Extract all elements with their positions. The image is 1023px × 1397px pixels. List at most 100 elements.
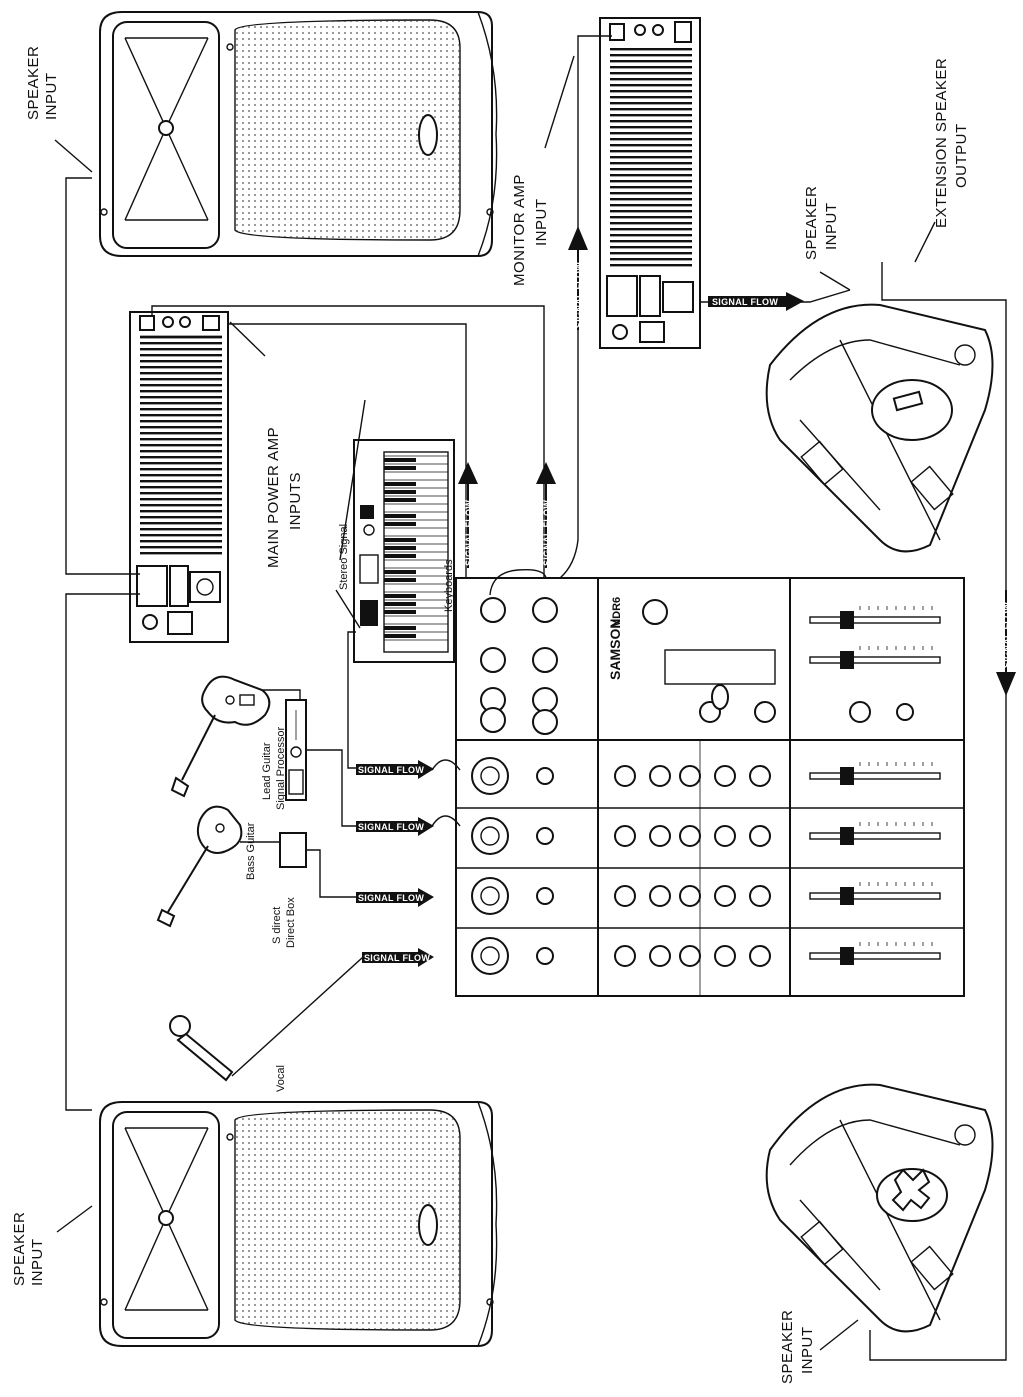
svg-text:Keyboards: Keyboards (443, 559, 455, 612)
mixer-channel-knob (614, 885, 636, 907)
svg-text:SIGNAL FLOW: SIGNAL FLOW (358, 765, 424, 775)
keyboard-black-key (384, 570, 416, 574)
mixer-xlr-combo-jack (471, 757, 509, 795)
svg-text:OUTPUT: OUTPUT (953, 123, 970, 188)
signal-flow-arrow-processor: SIGNAL FLOW (356, 817, 434, 836)
signal-flow-arrow-keyboard: SIGNAL FLOW (356, 760, 434, 779)
svg-text:INPUT: INPUT (823, 203, 840, 251)
mixer-fader-cap (840, 611, 854, 629)
mixer-channel-knob (749, 825, 771, 847)
mixer-fader-track (809, 656, 941, 664)
mixer-output-jack (532, 709, 558, 735)
mixer-channel-knob (749, 765, 771, 787)
svg-text:Vocal: Vocal (275, 1065, 287, 1092)
svg-text:SIGNAL FLOW: SIGNAL FLOW (542, 500, 552, 566)
mixer-fader-track (809, 832, 941, 840)
label-speaker-input-monitor-bottom: SPEAKER INPUT (779, 1310, 816, 1384)
mixer-xlr-combo-jack (471, 817, 509, 855)
keyboard-black-key (384, 546, 416, 550)
mixer-fader-track (809, 892, 941, 900)
svg-text:SPEAKER: SPEAKER (779, 1310, 796, 1384)
keyboard-black-key (384, 602, 416, 606)
mixer-channel-knob (614, 945, 636, 967)
mixer-channel-knob (749, 945, 771, 967)
mixer-output-jack (532, 687, 558, 713)
svg-text:SPEAKER: SPEAKER (25, 46, 42, 120)
mixer-gain-knob (536, 827, 554, 845)
signal-processor-device (285, 699, 307, 801)
mixer: SAMSON MDR6 (455, 577, 965, 997)
signal-flow-arrow-vocal: SIGNAL FLOW (362, 948, 434, 967)
keyboard-black-key (384, 458, 416, 462)
svg-text:INPUT: INPUT (29, 1239, 46, 1287)
mixer-channel-knob (714, 765, 736, 787)
mixer-xlr-inner (480, 886, 500, 906)
svg-text:SIGNAL FLOW: SIGNAL FLOW (1002, 602, 1012, 668)
keyboard-black-key (384, 634, 416, 638)
mixer-output-jack (532, 647, 558, 673)
signal-flow-arrow-extension: SIGNAL FLOW (996, 590, 1016, 696)
mixer-channel-knob (714, 945, 736, 967)
svg-text:SIGNAL FLOW: SIGNAL FLOW (464, 500, 474, 566)
label-speaker-input-monitor-top: SPEAKER INPUT (803, 186, 840, 260)
svg-text:INPUT: INPUT (43, 73, 60, 121)
keyboard-black-key (384, 594, 416, 598)
mixer-xlr-inner (480, 766, 500, 786)
mixer-fader-cap (840, 887, 854, 905)
keyboard-black-key (384, 490, 416, 494)
mixer-gain-knob (536, 767, 554, 785)
keyboard-black-key (384, 554, 416, 558)
label-stereo-signal: Stereo Signal (338, 524, 350, 590)
svg-text:MAIN POWER AMP: MAIN POWER AMP (265, 427, 282, 568)
svg-text:MONITOR AMP: MONITOR AMP (511, 174, 528, 286)
keyboard-black-key (384, 538, 416, 542)
svg-text:SIGNAL FLOW: SIGNAL FLOW (364, 953, 430, 963)
mixer-fader-cap (840, 767, 854, 785)
svg-text:INPUTS: INPUTS (287, 472, 304, 530)
label-extension-speaker-output: EXTENSION SPEAKER OUTPUT (933, 58, 970, 228)
svg-text:INPUT: INPUT (533, 199, 550, 247)
svg-text:EXTENSION SPEAKER: EXTENSION SPEAKER (933, 58, 950, 228)
mixer-channel-knob (649, 765, 671, 787)
label-monitor-amp-input: MONITOR AMP INPUT (511, 174, 550, 286)
svg-text:Signal Processor: Signal Processor (275, 727, 287, 810)
signal-flow-arrow-wedge: SIGNAL FLOW (708, 292, 804, 311)
svg-text:SPEAKER: SPEAKER (11, 1212, 28, 1286)
label-speaker-input-bottom-left: SPEAKER INPUT (11, 1212, 46, 1286)
label-main-power-amp-inputs: MAIN POWER AMP INPUTS (265, 427, 304, 568)
mixer-channel-knob (649, 825, 671, 847)
svg-text:SPEAKER: SPEAKER (803, 186, 820, 260)
direct-box-device (279, 832, 307, 868)
mixer-output-jack (480, 647, 506, 673)
lead-guitar-instrument (170, 675, 271, 798)
monitor-amp (599, 17, 701, 349)
label-lead-guitar: Lead Guitar Signal Processor (261, 727, 287, 810)
main-power-amp (129, 311, 229, 643)
mixer-channel-knob (649, 945, 671, 967)
label-keyboards: Keyboards (443, 559, 455, 612)
keyboard-black-key (384, 610, 416, 614)
keyboard-black-key (384, 626, 416, 630)
mixer-channel-knob (679, 885, 701, 907)
mixer-model: MDR6 (611, 597, 623, 628)
signal-flow-arrow-main-right: SIGNAL FLOW (536, 462, 556, 568)
mixer-output-jack (480, 597, 506, 623)
mixer-fader-cap (840, 651, 854, 669)
mixer-fader-track (809, 772, 941, 780)
mixer-channel-knob (679, 825, 701, 847)
keyboard-black-key (384, 466, 416, 470)
mixer-channel-knob (714, 825, 736, 847)
monitor-wedge-top (765, 303, 994, 553)
keyboard-black-key (384, 578, 416, 582)
mixer-brand: SAMSON (607, 619, 623, 680)
svg-text:Lead Guitar: Lead Guitar (261, 742, 273, 800)
label-direct-box: S direct Direct Box (271, 897, 297, 948)
mixer-xlr-combo-jack (471, 937, 509, 975)
monitor-wedge-bottom (765, 1083, 994, 1333)
svg-text:SIGNAL FLOW: SIGNAL FLOW (358, 893, 424, 903)
mixer-xlr-inner (480, 946, 500, 966)
signal-flow-arrow-direct-box: SIGNAL FLOW (356, 888, 434, 907)
mixer-fader-cap (840, 827, 854, 845)
keyboard-black-key (384, 498, 416, 502)
